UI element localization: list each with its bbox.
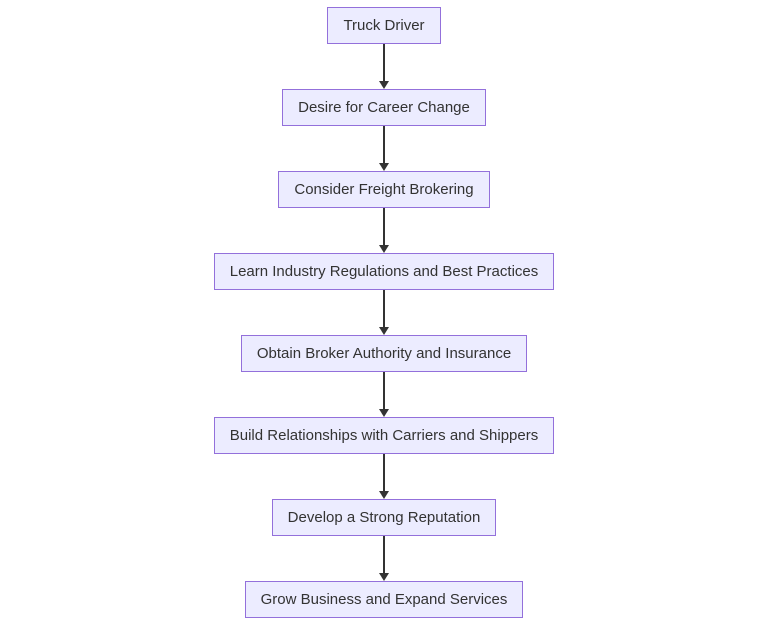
arrowhead-icon bbox=[379, 81, 389, 89]
edge-line bbox=[383, 454, 385, 491]
arrowhead-icon bbox=[379, 573, 389, 581]
edge-line bbox=[383, 290, 385, 327]
node-build-relationships: Build Relationships with Carriers and Sh… bbox=[213, 417, 555, 454]
arrowhead-icon bbox=[379, 163, 389, 171]
arrowhead-icon bbox=[379, 327, 389, 335]
node-learn-industry-regulations: Learn Industry Regulations and Best Prac… bbox=[213, 253, 555, 290]
edge-line bbox=[383, 44, 385, 81]
node-truck-driver: Truck Driver bbox=[327, 7, 441, 44]
edge-line bbox=[383, 536, 385, 573]
arrow-down-icon bbox=[379, 126, 389, 171]
arrow-down-icon bbox=[379, 372, 389, 417]
node-desire-for-career-change: Desire for Career Change bbox=[282, 89, 486, 126]
arrowhead-icon bbox=[379, 491, 389, 499]
arrow-down-icon bbox=[379, 536, 389, 581]
node-obtain-broker-authority: Obtain Broker Authority and Insurance bbox=[240, 335, 528, 372]
arrow-down-icon bbox=[379, 208, 389, 253]
arrowhead-icon bbox=[379, 409, 389, 417]
node-develop-strong-reputation: Develop a Strong Reputation bbox=[271, 499, 497, 536]
edge-line bbox=[383, 126, 385, 163]
edge-line bbox=[383, 208, 385, 245]
arrow-down-icon bbox=[379, 290, 389, 335]
edge-line bbox=[383, 372, 385, 409]
arrow-down-icon bbox=[379, 454, 389, 499]
arrow-down-icon bbox=[379, 44, 389, 89]
node-consider-freight-brokering: Consider Freight Brokering bbox=[278, 171, 490, 208]
arrowhead-icon bbox=[379, 245, 389, 253]
node-grow-business-expand-services: Grow Business and Expand Services bbox=[244, 581, 524, 618]
